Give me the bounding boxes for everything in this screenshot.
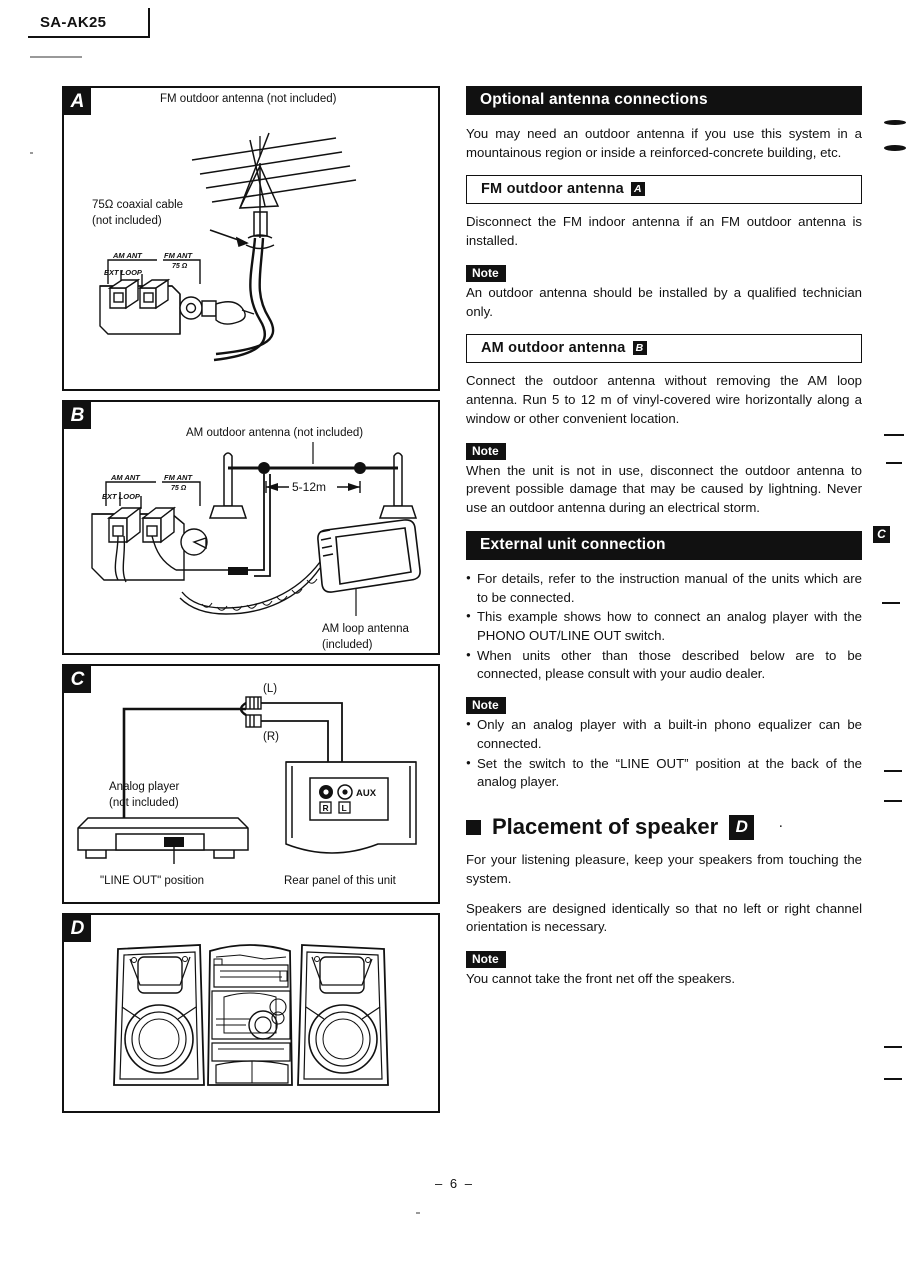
figure-panel-b: B [62, 400, 440, 655]
placement-marker-icon: D [729, 814, 755, 840]
list-item: This example shows how to connect an ana… [466, 608, 862, 645]
text-column: Optional antenna connections You may nee… [466, 86, 890, 1002]
figure-c-jack-r: R [323, 803, 329, 813]
figure-a-terminal-fm: FM ANT [164, 251, 193, 260]
scan-dot-mark: · [779, 821, 783, 834]
heading-placement-of-speaker: Placement of speaker D · [466, 814, 862, 840]
square-bullet-icon [466, 819, 481, 835]
figure-c-jack-l: L [342, 803, 347, 813]
list-item: For details, refer to the instruction ma… [466, 570, 862, 607]
figure-c-player-label-2: (not included) [109, 797, 179, 809]
note-badge-fm: Note [466, 264, 506, 282]
figure-panel-a: A [62, 86, 440, 391]
placement-body-1: For your listening pleasure, keep your s… [466, 852, 862, 886]
note-badge-external: Note [466, 697, 506, 715]
model-number-tab: SA-AK25 [28, 8, 150, 38]
registration-mark [884, 120, 906, 125]
am-outdoor-marker-icon: B [632, 341, 647, 356]
figure-c-label-left: (L) [263, 683, 277, 695]
figure-badge-d: D [64, 915, 91, 942]
scan-speck [30, 152, 33, 154]
registration-mark [884, 1046, 902, 1048]
figure-a-terminal-ohm: 75 Ω [172, 263, 188, 270]
placement-note-block: Note You cannot take the front net off t… [466, 950, 862, 989]
figure-panel-d: D [62, 913, 440, 1113]
figure-c-rear-label: Rear panel of this unit [284, 875, 397, 887]
fm-outdoor-note-block: Note An outdoor antenna should be instal… [466, 264, 862, 321]
figure-a-cable-label-2: (not included) [92, 215, 162, 227]
figure-c-lineout-label: "LINE OUT" position [100, 875, 204, 887]
placement-heading-label: Placement of speaker [492, 814, 719, 840]
list-item: Set the switch to the “LINE OUT” positio… [466, 755, 862, 792]
note-badge-am: Note [466, 442, 506, 460]
optional-antenna-intro: You may need an outdoor antenna if you u… [466, 126, 862, 160]
placement-note-text: You cannot take the front net off the sp… [466, 971, 736, 987]
registration-mark [882, 602, 900, 604]
figure-a-terminal-loop: EXT LOOP [104, 268, 143, 277]
fm-outdoor-body: Disconnect the FM indoor antenna if an F… [466, 214, 862, 249]
figure-b-antenna-label: AM outdoor antenna (not included) [186, 427, 363, 439]
list-item: When units other than those described be… [466, 647, 862, 684]
figure-badge-a: A [64, 88, 91, 115]
list-item: Only an analog player with a built-in ph… [466, 716, 862, 753]
figure-b-terminal-fm: FM ANT [164, 473, 193, 482]
registration-mark [884, 800, 902, 802]
figure-badge-b: B [64, 402, 91, 429]
registration-mark [884, 1078, 902, 1080]
figure-b-loop-label-1: AM loop antenna [322, 623, 410, 635]
figure-b-span-label: 5-12m [292, 480, 326, 494]
heading-am-outdoor-antenna: AM outdoor antenna B [466, 334, 862, 364]
figure-panel-c: C (L) (R) [62, 664, 440, 904]
external-unit-note-block: Note Only an analog player with a built-… [466, 696, 862, 792]
am-outdoor-note-block: Note When the unit is not in use, discon… [466, 442, 862, 518]
heading-optional-antenna: Optional antenna connections [466, 86, 862, 115]
scan-speck [416, 1212, 420, 1214]
placement-body-2: Speakers are designed identically so tha… [466, 900, 862, 935]
am-outdoor-body: Connect the outdoor antenna without remo… [466, 373, 862, 426]
scan-speck [30, 56, 82, 58]
model-number: SA-AK25 [40, 13, 107, 31]
figure-c-drawing: (L) (R) AUX R L [77, 683, 417, 887]
registration-mark [884, 770, 902, 772]
heading-fm-outdoor-antenna: FM outdoor antenna A [466, 175, 862, 205]
figure-b-terminal-ohm: 75 Ω [171, 485, 187, 492]
heading-fm-outdoor-label: FM outdoor antenna [481, 181, 624, 198]
heading-external-unit-label: External unit connection [480, 535, 666, 553]
figure-c-player-label-1: Analog player [109, 781, 179, 793]
external-unit-bullet-list: For details, refer to the instruction ma… [466, 570, 862, 684]
figure-b-loop-label-2: (included) [322, 639, 373, 651]
figure-b-terminal-am: AM ANT [110, 473, 141, 482]
figure-badge-c: C [64, 666, 91, 693]
figure-a-drawing: FM outdoor antenna (not included) 75Ω co… [92, 93, 357, 362]
heading-external-unit-connection: External unit connection C [466, 525, 890, 560]
page-footer: – 6 – [0, 1176, 909, 1191]
figure-a-antenna-label: FM outdoor antenna (not included) [160, 93, 337, 105]
figure-c-jack-aux: AUX [356, 788, 377, 799]
external-unit-note-list: Only an analog player with a built-in ph… [466, 716, 862, 792]
figure-d-drawing [113, 944, 389, 1086]
figure-a-cable-label-1: 75Ω coaxial cable [92, 199, 183, 211]
am-outdoor-note-text: When the unit is not in use, disconnect … [466, 462, 862, 516]
note-badge-placement: Note [466, 951, 506, 969]
registration-mark [884, 434, 904, 436]
registration-mark [884, 145, 906, 151]
registration-mark [886, 462, 902, 464]
figure-b-terminal-loop: EXT LOOP [102, 492, 141, 501]
fm-outdoor-marker-icon: A [630, 182, 645, 197]
figure-c-label-right: (R) [263, 731, 279, 743]
external-unit-marker-icon: C [873, 525, 890, 543]
page-number: – 6 – [435, 1176, 474, 1191]
figure-b-drawing: 5-12m AM outdoor antenna (not included) [91, 427, 421, 651]
heading-am-outdoor-label: AM outdoor antenna [481, 340, 626, 357]
fm-outdoor-note-text: An outdoor antenna should be installed b… [466, 284, 862, 319]
figure-column: A [62, 86, 440, 1122]
figure-a-terminal-am: AM ANT [112, 251, 143, 260]
